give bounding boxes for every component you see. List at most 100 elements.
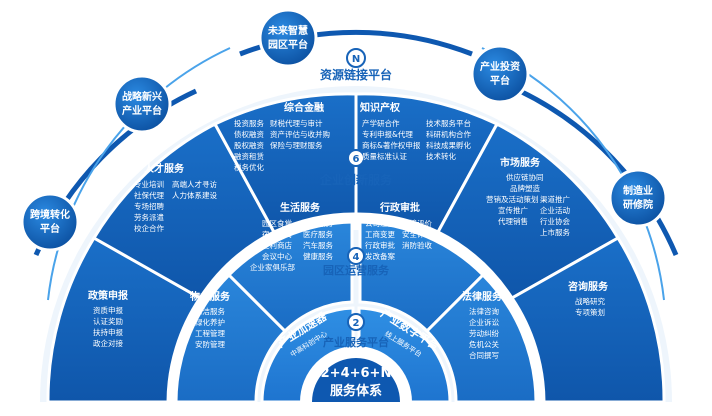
- list-item: 科研机构合作: [426, 129, 471, 139]
- node-manufacturing: 制造业 研修院: [608, 168, 668, 228]
- list-item: 渠道推广: [540, 194, 570, 204]
- list-item: 技术转化: [426, 151, 456, 161]
- policy-title: 政策申报: [88, 289, 128, 302]
- list-item: 专项策划: [575, 307, 605, 317]
- list-item: 合同撰写: [469, 350, 499, 360]
- band-label-operation: 园区运营服务: [323, 263, 390, 277]
- list-item: 危机公关: [469, 339, 499, 349]
- node-label-line2: 产业平台: [122, 104, 162, 117]
- list-item: 政企对接: [93, 338, 123, 348]
- node-label-line1: 制造业: [623, 184, 653, 197]
- svg-text:2: 2: [353, 318, 360, 329]
- list-item: 宣传推广: [498, 205, 528, 215]
- node-cross-border: 跨境转化 平台: [20, 192, 80, 252]
- block-consulting: 咨询服务 战略研究 专项策划: [568, 280, 609, 317]
- marker-4: 4: [347, 247, 365, 265]
- list-item: 人力体系建设: [172, 190, 217, 200]
- svg-text:N: N: [352, 54, 360, 65]
- node-label-line1: 战略新兴: [122, 90, 162, 103]
- list-item: 校企合作: [134, 223, 164, 233]
- svg-text:4: 4: [353, 252, 360, 263]
- list-item: 便利商店: [262, 240, 292, 250]
- list-item: 工程管理: [195, 328, 225, 338]
- list-item: 法律咨询: [469, 306, 499, 316]
- legal-title: 法律服务: [462, 290, 503, 303]
- list-item: 品牌塑造: [510, 183, 540, 193]
- talent-title: 人才服务: [144, 162, 185, 175]
- list-item: 劳务派遣: [134, 212, 164, 222]
- list-item: 税务优化: [234, 162, 264, 172]
- node-label-line2: 研修院: [623, 198, 653, 211]
- list-item: 质量标准认证: [362, 151, 407, 161]
- marker-6: 6: [347, 149, 365, 167]
- list-item: 发改备案: [365, 251, 395, 261]
- segment-life: [226, 220, 354, 334]
- node-investment: 产业投资 平台: [470, 44, 530, 104]
- life-title: 生活服务: [280, 201, 321, 214]
- ip-title: 知识产权: [359, 101, 401, 114]
- list-item: 企业家俱乐部: [250, 262, 295, 272]
- node-label-line1: 跨境转化: [30, 208, 70, 221]
- block-market: 市场服务 供应链协同 品牌塑造 营销及活动策划 宣传推广 代理销售 渠道推广 企…: [486, 156, 570, 237]
- svg-text:6: 6: [353, 154, 360, 165]
- list-item: 债权融资: [234, 129, 264, 139]
- node-label-line2: 园区平台: [268, 38, 308, 51]
- segment-legal: [424, 272, 538, 404]
- list-item: 园区食堂: [262, 218, 292, 228]
- block-talent: 人才服务 专业培训 社保代理 专场招聘 劳务派遣 校企合作 高端人才寻访 人力体…: [134, 162, 217, 233]
- block-finance: 综合金融 投资服务 债权融资 股权融资 融资租赁 税务优化 财税代理与审计 资产…: [234, 101, 330, 172]
- block-policy: 政策申报 资质申报 认证奖励 扶持申报 政企对接: [88, 289, 128, 348]
- node-label-line1: 未来智慧: [267, 24, 308, 37]
- list-item: 劳动纠纷: [469, 328, 499, 338]
- list-item: 专利申报&代理: [362, 129, 413, 139]
- list-item: 商标&著作权申报: [362, 140, 421, 150]
- list-item: 认证奖励: [93, 316, 123, 326]
- list-item: 会议中心: [262, 251, 292, 261]
- list-item: 资质申报: [93, 305, 123, 315]
- list-item: 行业协会: [540, 216, 570, 226]
- band-label-industry: 产业服务平台: [323, 335, 389, 349]
- list-item: 教育服务: [303, 218, 333, 228]
- list-item: 股权融资: [234, 140, 264, 150]
- block-life: 生活服务 园区食堂 宿舍公寓 便利商店 会议中心 企业家俱乐部 教育服务 医疗服…: [250, 201, 333, 272]
- node-label-line2: 平台: [40, 222, 60, 235]
- list-item: 营销及活动策划: [486, 194, 539, 204]
- center-title-line1: 2+4+6+N: [321, 366, 392, 381]
- admin-title: 行政审批: [379, 201, 420, 214]
- node-label-line1: 产业投资: [480, 60, 520, 73]
- market-title: 市场服务: [500, 156, 541, 169]
- list-item: 医疗服务: [303, 229, 333, 239]
- block-legal: 法律服务 法律咨询 企业诉讼 劳动纠纷 危机公关 合同撰写: [462, 290, 503, 360]
- list-item: 保洁服务: [195, 306, 225, 316]
- list-item: 绿化养护: [195, 317, 225, 327]
- list-item: 专场招聘: [134, 201, 164, 211]
- consulting-title: 咨询服务: [568, 280, 609, 293]
- list-item: 社保代理: [134, 190, 164, 200]
- list-item: 财税代理与审计: [270, 118, 323, 128]
- node-smart-park: 未来智慧 园区平台: [258, 8, 318, 68]
- property-title: 物业服务: [190, 290, 231, 303]
- list-item: 工商变更: [365, 229, 395, 239]
- band-label-resource: 资源链接平台: [320, 67, 392, 82]
- list-item: 资产评估与收并购: [270, 129, 330, 139]
- list-item: 上市服务: [540, 227, 570, 237]
- list-item: 高端人才寻访: [172, 179, 217, 189]
- band-label-innovation: 企业创新服务: [319, 172, 393, 187]
- marker-N: N: [346, 48, 366, 68]
- list-item: 企业活动: [540, 205, 570, 215]
- list-item: 环境评价: [402, 218, 432, 228]
- list-item: 代理销售: [498, 216, 528, 226]
- list-item: 产学研合作: [362, 118, 400, 128]
- list-item: 扶持申报: [93, 327, 123, 337]
- list-item: 消防验收: [402, 240, 432, 250]
- node-label-line2: 平台: [490, 74, 510, 87]
- list-item: 融资租赁: [234, 151, 264, 161]
- list-item: 供应链协同: [506, 172, 544, 182]
- list-item: 保险与理财服务: [270, 140, 323, 150]
- list-item: 宿舍公寓: [262, 229, 292, 239]
- list-item: 汽车服务: [303, 240, 333, 250]
- list-item: 安防管理: [195, 339, 225, 349]
- list-item: 专业培训: [134, 179, 164, 189]
- node-emerging: 战略新兴 产业平台: [112, 74, 172, 134]
- list-item: 公司注册: [365, 218, 395, 228]
